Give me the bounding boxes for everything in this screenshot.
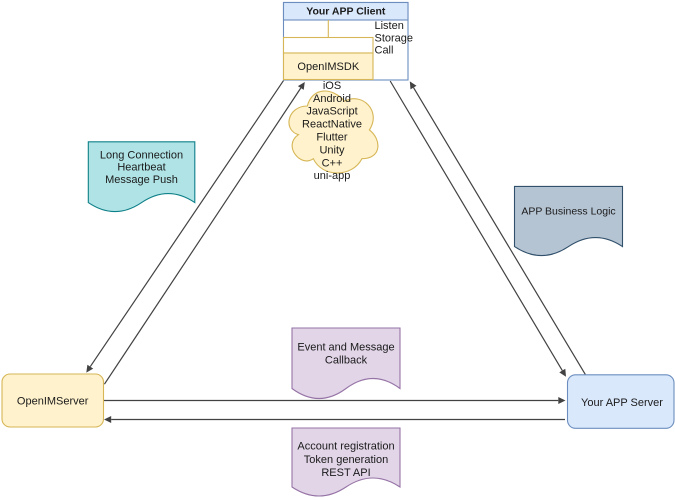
- svg-text:ReactNative: ReactNative: [302, 119, 362, 131]
- svg-text:iOS: iOS: [323, 80, 341, 92]
- svg-text:APP Business Logic: APP Business Logic: [521, 206, 615, 218]
- svg-text:Your APP Server: Your APP Server: [581, 397, 663, 409]
- svg-text:Flutter: Flutter: [316, 132, 348, 144]
- svg-text:Listen: Listen: [375, 20, 404, 32]
- svg-text:Token generation: Token generation: [304, 454, 388, 466]
- svg-text:Long Connection: Long Connection: [100, 149, 183, 161]
- svg-text:uni-app: uni-app: [314, 170, 351, 182]
- svg-text:Call: Call: [375, 45, 394, 57]
- svg-text:Your APP Client: Your APP Client: [306, 6, 386, 18]
- svg-text:REST API: REST API: [321, 467, 370, 479]
- svg-text:JavaScript: JavaScript: [306, 106, 357, 118]
- svg-text:Storage: Storage: [375, 32, 414, 44]
- svg-text:Heartbeat: Heartbeat: [117, 162, 165, 174]
- svg-text:Message Push: Message Push: [105, 174, 178, 186]
- svg-text:C++: C++: [322, 157, 343, 169]
- svg-text:Event and Message: Event and Message: [297, 342, 394, 354]
- svg-text:Android: Android: [313, 93, 351, 105]
- svg-text:OpenIMServer: OpenIMServer: [17, 395, 89, 407]
- svg-text:OpenIMSDK: OpenIMSDK: [297, 61, 359, 73]
- svg-text:Callback: Callback: [325, 354, 368, 366]
- svg-text:Account registration: Account registration: [297, 441, 394, 453]
- svg-text:Unity: Unity: [319, 144, 345, 156]
